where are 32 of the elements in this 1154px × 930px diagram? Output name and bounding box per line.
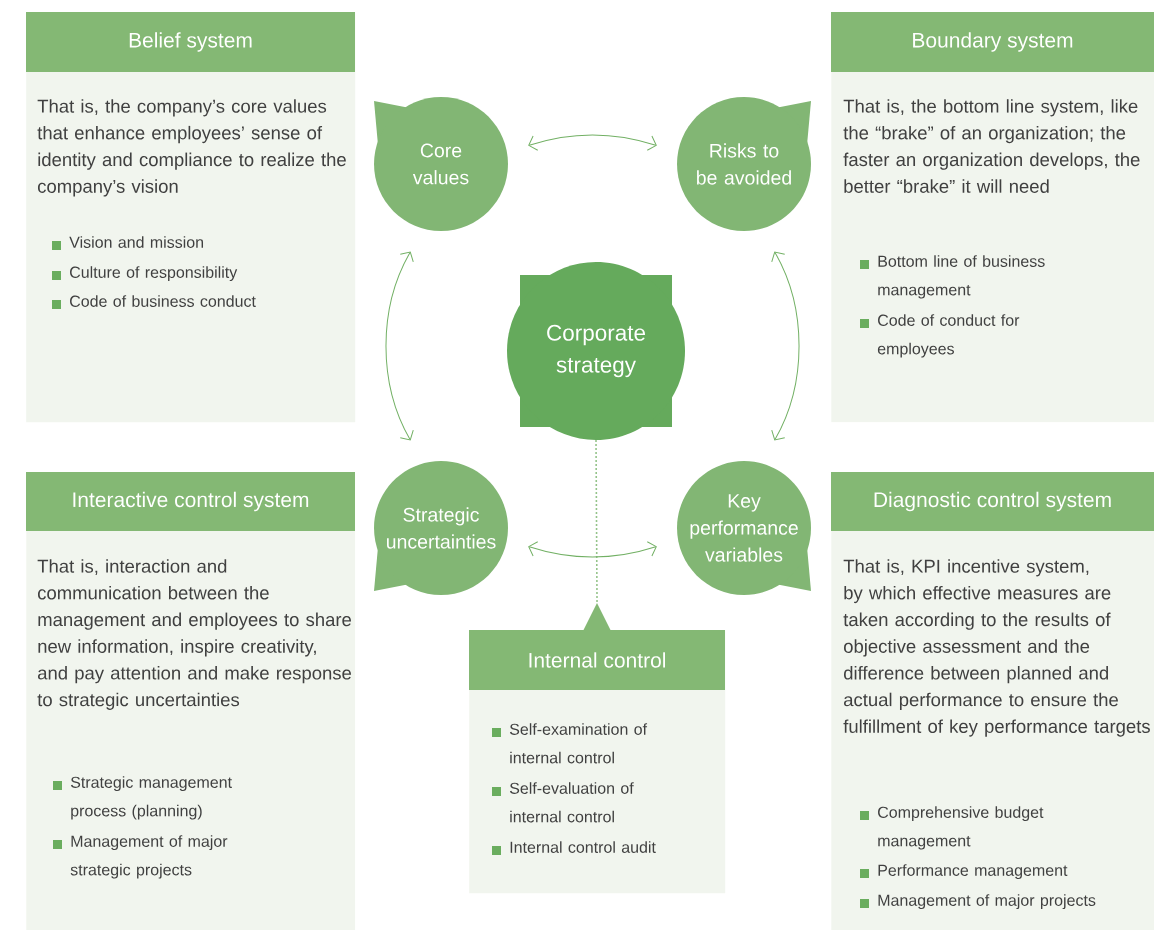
connector-line bbox=[595, 439, 598, 604]
bullet-item: Vision and mission bbox=[52, 236, 203, 250]
bullet-item: Bottom line of business management bbox=[860, 255, 1045, 299]
description: That is, the company’s core values that enhance employees’ sense of identity and compliance to realize the company’s vision bbox=[37, 99, 346, 197]
double-arrow bbox=[528, 541, 657, 558]
speech-bubble: Risks to be avoided bbox=[677, 97, 811, 231]
bullet-item: Strategic management process (planning) bbox=[53, 776, 232, 820]
description: That is, KPI incentive system, by which effective measures are taken according to the results of objective assessment and the difference between planned and actual performance to ensure the fulfillment of key performance targets bbox=[843, 559, 1150, 737]
bullet-item: Comprehensive budget management bbox=[860, 806, 1044, 850]
bullet-item: Self-evaluation of internal control bbox=[492, 782, 634, 823]
speech-bubble: Core values bbox=[374, 97, 508, 231]
center-badge: Corporate strategy bbox=[507, 262, 685, 440]
bullet-item: Internal control audit bbox=[492, 841, 656, 855]
header-bar: Boundary system bbox=[831, 12, 1154, 72]
description: That is, the bottom line system, like the “brake” of an organization; the faster an organization develops, the better “brake” it will need bbox=[843, 99, 1140, 193]
description: That is, interaction and communication between the management and employees to share new information, inspire creativity, and pay attention and make response to strategic uncertainties bbox=[37, 559, 352, 710]
double-arrow bbox=[385, 251, 414, 441]
bullet-item: Performance management bbox=[860, 864, 1068, 880]
double-arrow bbox=[528, 134, 657, 151]
speech-bubble: Key performance variables bbox=[677, 461, 811, 595]
bullet-item: Culture of responsibility bbox=[52, 266, 238, 282]
header-bar: Diagnostic control system bbox=[831, 472, 1154, 531]
header-bar: Internal control bbox=[469, 603, 725, 690]
bullet-item: Management of major strategic projects bbox=[53, 835, 228, 879]
bullet-item: Code of conduct for employees bbox=[860, 314, 1020, 358]
header-bar: Belief system bbox=[26, 12, 355, 72]
bullet-item: Self-examination of internal control bbox=[492, 723, 648, 764]
header-bar: Interactive control system bbox=[26, 472, 355, 531]
bullet-item: Code of business conduct bbox=[52, 295, 256, 309]
speech-bubble: Strategic uncertainties bbox=[374, 461, 508, 595]
bullet-item: Management of major projects bbox=[860, 894, 1096, 910]
double-arrow bbox=[771, 251, 800, 441]
